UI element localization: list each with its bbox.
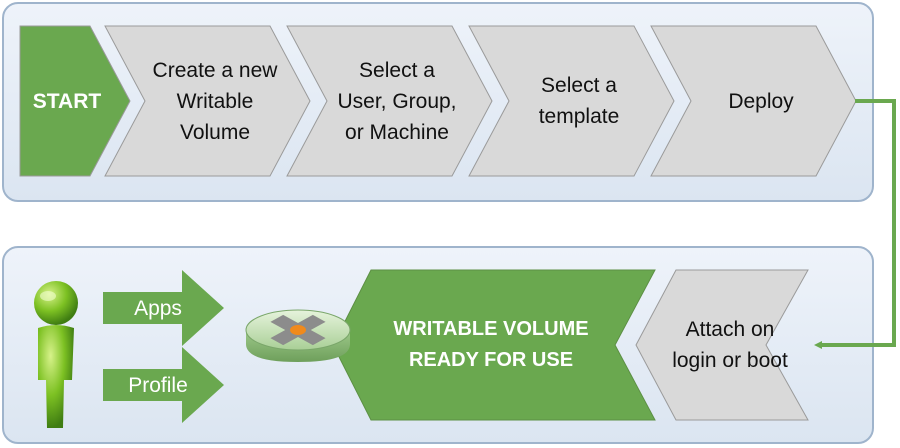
step-select-template-chevron [468,25,675,177]
writable-volume-disk-icon [245,309,351,362]
ready-label: WRITABLE VOLUME READY FOR USE [393,318,589,371]
profile-label: Profile [128,373,188,397]
step-select-target-label: Select a User, Group, or Machine [337,58,457,144]
step-deploy-chevron [650,25,857,177]
step-select-target-chevron [286,25,493,177]
profile-arrow [103,347,224,423]
step-create-label: Create a new Writable Volume [152,58,278,144]
step-start-label: START [32,89,102,113]
apps-arrow [103,270,224,346]
step-select-template-label: Select a template [538,74,620,128]
user-icon [34,281,78,428]
deploy-to-attach-connector [814,99,896,349]
apps-label: Apps [134,296,182,320]
attach-chevron [635,269,809,421]
step-create-chevron [104,25,311,177]
step-start-chevron [19,25,131,177]
step-deploy-label: Deploy [728,89,794,113]
attach-label: Attach on login or boot [672,318,788,372]
